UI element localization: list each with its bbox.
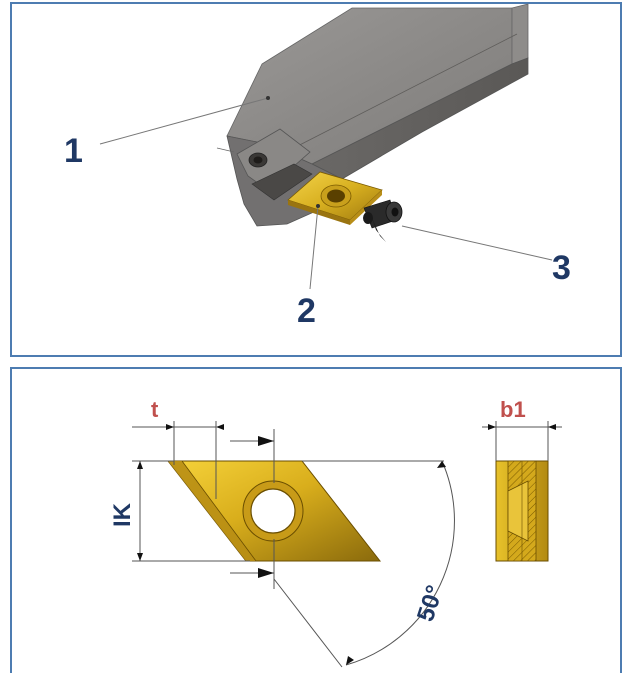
leader-lines: [99, 96, 553, 290]
insert-side-view: [495, 460, 549, 562]
callout-2: 2: [297, 292, 316, 330]
insert-drawing-panel: t b1 IK 50°: [10, 367, 622, 673]
insert-dimensions: [132, 421, 455, 668]
exploded-view-drawing: 1 2 3: [64, 3, 571, 330]
dim-label-ik: IK: [109, 502, 136, 527]
callout-3: 3: [552, 249, 571, 287]
insert-dimension-drawing: t b1 IK 50°: [109, 397, 562, 668]
rhombic-insert: [166, 460, 382, 562]
dim-label-b1: b1: [500, 397, 526, 422]
screw: [363, 199, 403, 242]
shim-plate: [287, 171, 383, 225]
b1-arrows: [488, 424, 556, 430]
exploded-view-panel: 1 2 3: [10, 2, 622, 357]
callout-1: 1: [64, 132, 83, 170]
dim-label-t: t: [151, 397, 159, 422]
tool-holder: [216, 3, 529, 227]
dim-label-angle: 50°: [412, 582, 449, 625]
dimension-arrows: [137, 424, 446, 665]
